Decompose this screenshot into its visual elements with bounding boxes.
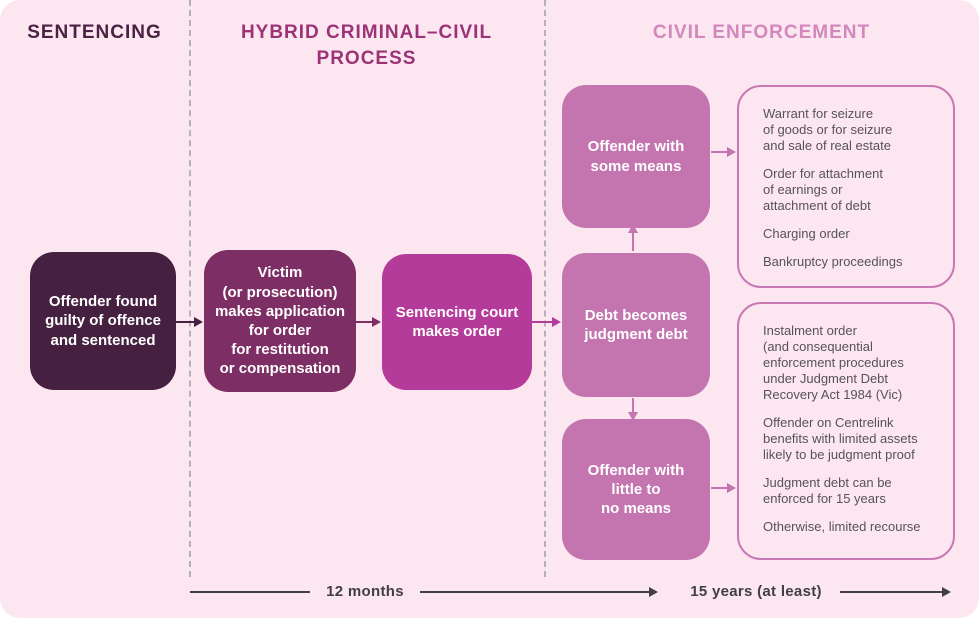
arrow-victim-to-court — [356, 317, 381, 327]
panel-item: Judgment debt can be enforced for 15 yea… — [763, 475, 892, 506]
panel-item: Warrant for seizure of goods or for seiz… — [763, 106, 893, 153]
arrow-debt-to-some-means — [628, 224, 638, 251]
header-sentencing: SENTENCING — [27, 22, 162, 43]
flow-box-victim-application: Victim (or prosecution) makes applicatio… — [204, 250, 356, 392]
flow-box-some-means: Offender with some means — [562, 85, 710, 228]
flow-box-court-order: Sentencing court makes order — [382, 254, 532, 390]
panel-little-means-options: Instalment order (and consequential enfo… — [737, 302, 955, 560]
timeline-segment-12-months — [420, 587, 658, 597]
column-divider-sentencing-hybrid — [189, 0, 191, 577]
arrow-guilty-to-victim — [176, 317, 203, 327]
panel-some-means-options: Warrant for seizure of goods or for seiz… — [737, 85, 955, 288]
header-civil-enforcement: CIVIL ENFORCEMENT — [652, 22, 871, 43]
arrow-little-means-to-options — [711, 483, 736, 493]
panel-item: Offender on Centrelink benefits with lim… — [763, 415, 918, 462]
flow-box-judgment-debt: Debt becomes judgment debt — [562, 253, 710, 397]
timeline-segment-start — [190, 591, 310, 593]
arrow-court-to-debt — [532, 317, 561, 327]
flow-box-little-means: Offender with little to no means — [562, 419, 710, 560]
arrow-debt-to-little-means — [628, 398, 638, 421]
panel-item: Otherwise, limited recourse — [763, 519, 921, 534]
flow-box-offender-guilty: Offender found guilty of offence and sen… — [30, 252, 176, 390]
panel-item: Instalment order (and consequential enfo… — [763, 323, 904, 402]
panel-item: Bankruptcy proceedings — [763, 254, 903, 269]
timeline-label-15-years: 15 years (at least) — [690, 583, 822, 600]
timeline-segment-15-years — [840, 587, 951, 597]
panel-item: Charging order — [763, 226, 850, 241]
timeline-label-12-months: 12 months — [326, 583, 404, 600]
arrow-some-means-to-options — [711, 147, 736, 157]
panel-item: Order for attachment of earnings or atta… — [763, 166, 883, 213]
header-hybrid-process: HYBRID CRIMINAL–CIVIL PROCESS — [240, 22, 493, 69]
column-divider-hybrid-civil — [544, 0, 546, 577]
